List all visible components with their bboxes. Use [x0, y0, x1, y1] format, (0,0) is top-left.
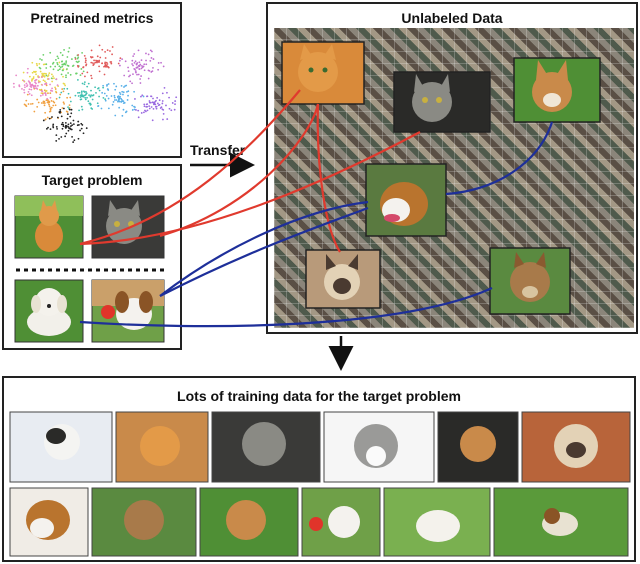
target-dog-photo-2	[91, 279, 165, 343]
target-photos	[14, 195, 168, 343]
target-cat-photo-1	[14, 195, 84, 259]
mosaic-cat-siamese	[305, 249, 381, 309]
pretrained-metrics-panel: Pretrained metrics	[2, 2, 182, 158]
connection-curves	[79, 89, 554, 328]
mosaic-cat-orange	[281, 41, 365, 105]
target-problem-panel: Target problem	[2, 164, 182, 350]
mosaic-dog-shiba	[513, 57, 601, 123]
mosaic-dog-yorkie	[489, 247, 571, 315]
target-dog-photo-1	[14, 279, 84, 343]
target-cat-photo-2	[91, 195, 165, 259]
unlabeled-data-title: Unlabeled Data	[401, 10, 503, 26]
target-problem-title: Target problem	[41, 172, 143, 188]
training-row-2	[9, 487, 629, 557]
training-row-1	[9, 411, 631, 483]
mosaic-dog-beagle	[365, 163, 447, 237]
training-data-title: Lots of training data for the target pro…	[177, 388, 461, 404]
mosaic-cat-gray	[393, 71, 491, 133]
pretrained-metrics-title: Pretrained metrics	[30, 10, 154, 26]
embedding-scatter	[12, 44, 178, 143]
